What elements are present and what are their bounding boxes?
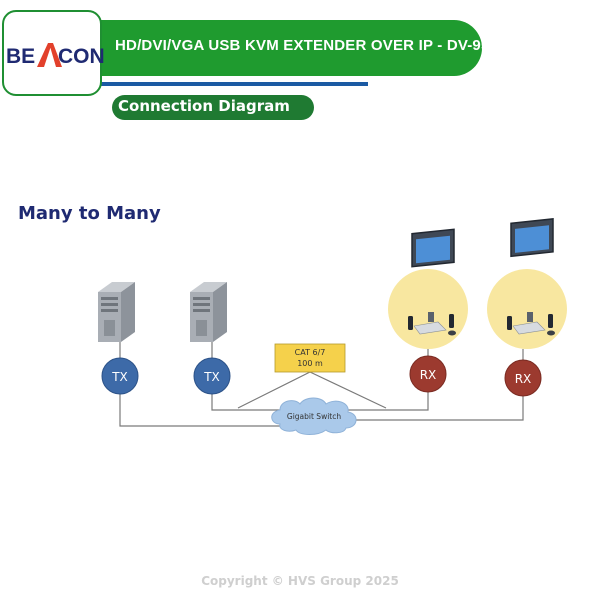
tx-node-2 — [193, 357, 231, 395]
cable-rx2 — [355, 394, 524, 421]
cable-spec-box — [274, 343, 346, 373]
tx-node-1 — [101, 357, 139, 395]
accent-underline — [100, 82, 368, 86]
cable-tx1 — [119, 392, 290, 427]
brand-logo: BE CON — [2, 10, 104, 96]
title-banner — [80, 20, 482, 76]
server-tower-icon — [190, 282, 227, 342]
logo-mark: BE CON — [6, 43, 104, 68]
gigabit-switch-cloud-icon — [271, 397, 357, 435]
cable-rx1 — [345, 390, 429, 411]
monitor-workstation-icon — [388, 228, 468, 349]
cable-spec-line1: CAT 6/7 — [295, 348, 326, 357]
section-heading: Many to Many — [18, 203, 161, 224]
rx-node-2 — [504, 359, 542, 397]
monitor-workstation-icon — [487, 218, 567, 349]
product-title: HD/DVI/VGA USB KVM EXTENDER OVER IP - DV… — [115, 37, 507, 54]
rx-node-2-label: RX — [515, 372, 532, 386]
logo-text-left: BE — [6, 45, 35, 68]
tx-node-1-label: TX — [111, 370, 128, 384]
copyright-footer: Copyright © HVS Group 2025 — [201, 574, 399, 588]
subtitle-pill — [112, 95, 314, 120]
cable-spec-line2: 100 m — [297, 359, 323, 368]
logo-a-mark-icon — [37, 43, 62, 67]
server-tower-icon — [98, 282, 135, 342]
rx-node-1 — [409, 355, 447, 393]
tx-node-2-label: TX — [203, 370, 220, 384]
switch-label: Gigabit Switch — [287, 412, 341, 421]
connection-diagram-label: Connection Diagram — [118, 97, 290, 115]
logo-text-right: CON — [58, 45, 104, 68]
cable-tx2 — [211, 392, 300, 411]
device-links — [119, 342, 524, 360]
rx-node-1-label: RX — [420, 368, 437, 382]
